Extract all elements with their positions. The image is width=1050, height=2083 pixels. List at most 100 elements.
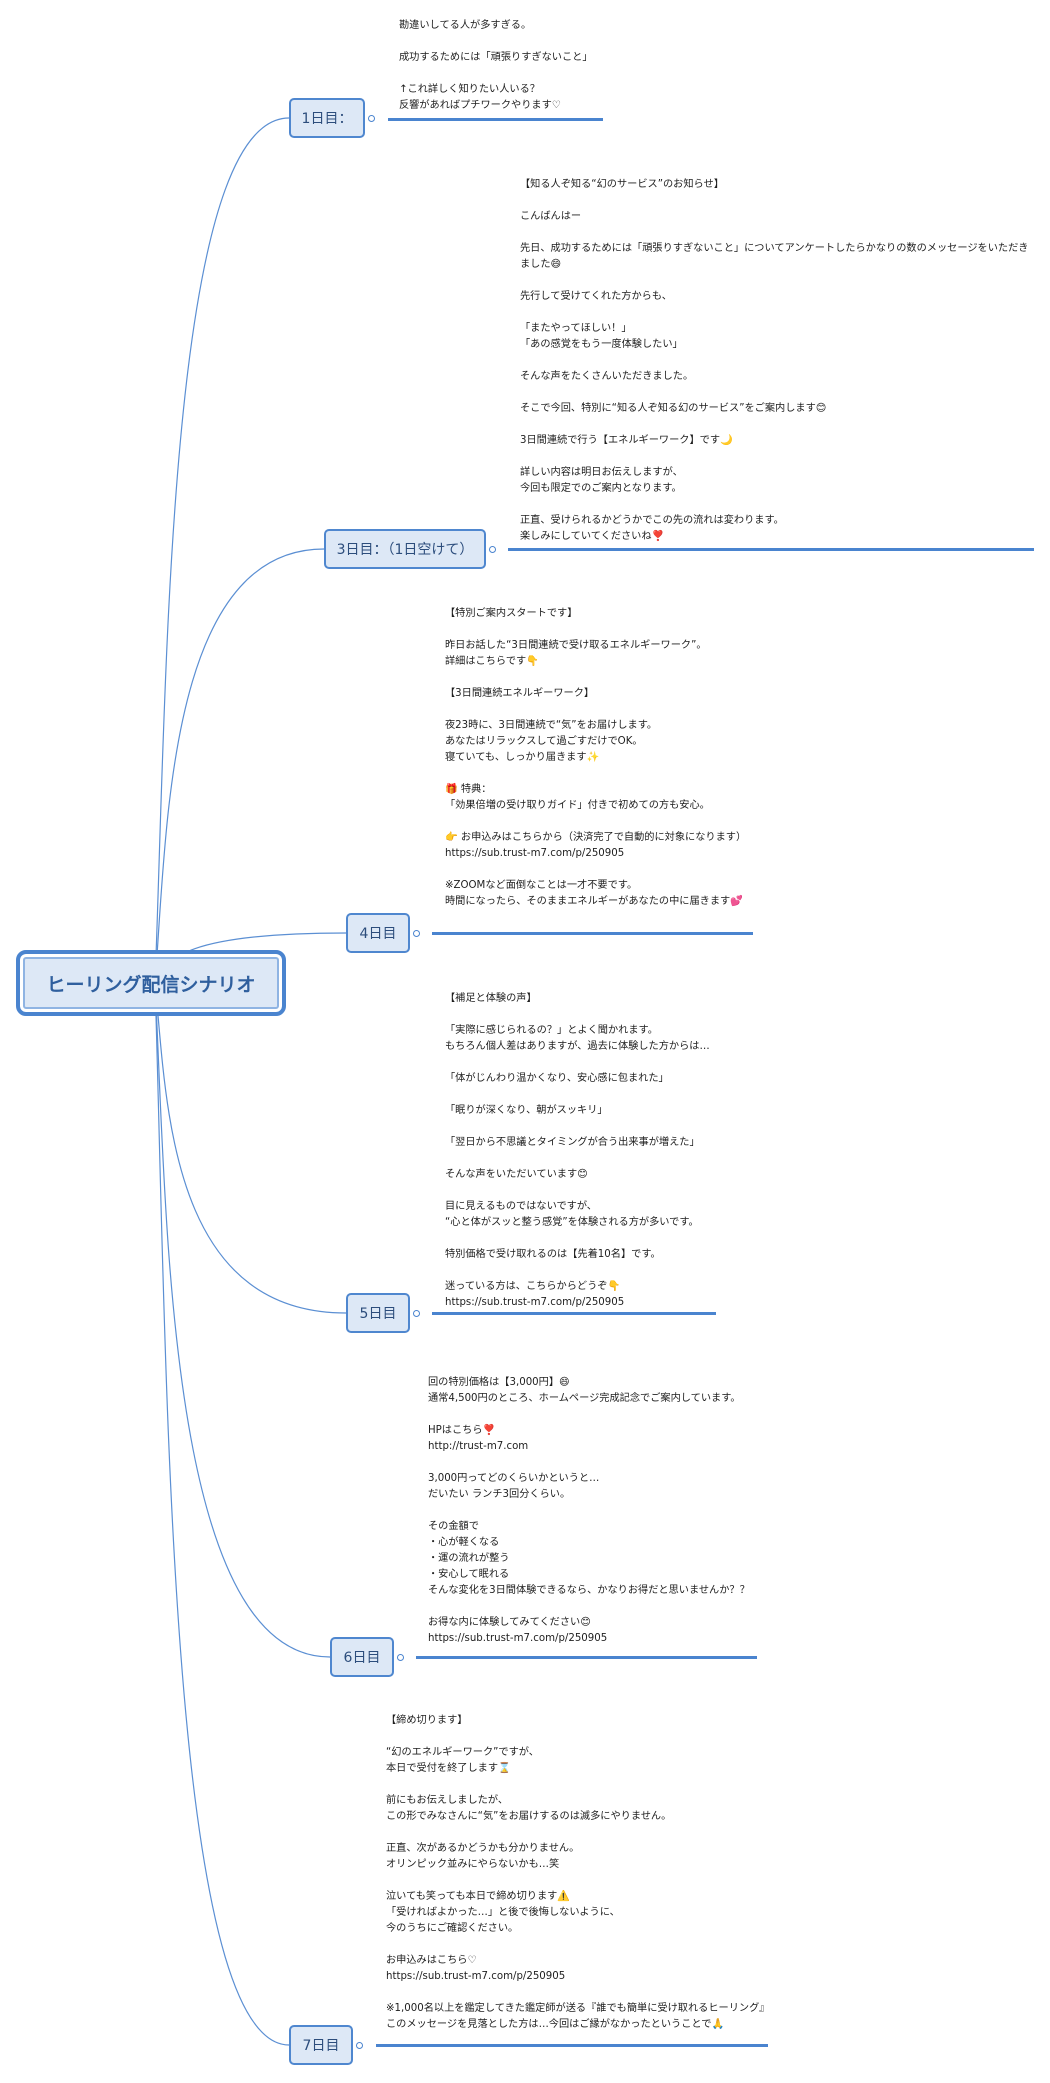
note-line: 【3日間連続エネルギーワーク】 [445,688,595,699]
note-line: 3日間連続で行う【エネルギーワーク】です🌙 [520,435,733,446]
connector-line [154,548,325,984]
note-line [445,670,746,686]
note-line: 🎁 特典： [445,784,492,795]
note-line: https://sub.trust-m7.com/p/250905 [386,1971,566,1982]
note-line [445,1087,710,1103]
note-line: 正直、次があるかどうかも分かりません。 [386,1843,580,1854]
day-5-note-underline [432,1312,716,1315]
note-line [428,1599,750,1615]
note-line: ました😄 [520,259,562,270]
note-line: 特別価格で受け取れるのは【先着10名】です。 [445,1249,661,1260]
day-5-collapse-toggle[interactable] [413,1310,420,1317]
note-line: ※1,000名以上を鑑定してきた鑑定師が送る『誰でも簡単に受け取れるヒーリング』 [386,2003,770,2014]
note-line [399,34,593,50]
note-line [445,1231,710,1247]
day-7-note-underline [376,2044,768,2047]
note-line: 「効果倍増の受け取りガイド」付きで初めての方も安心。 [445,800,710,811]
note-line: ↑これ詳しく知りたい人いる？ [399,84,540,95]
note-line [520,273,1028,289]
note-line: “心と体がスッと整う感覚”を体験される方が多いです。 [445,1217,699,1228]
root-topic[interactable]: ヒーリング配信シナリオ [16,950,286,1016]
note-line: 前にもお伝えしましたが、 [386,1795,509,1806]
day-6-collapse-toggle[interactable] [397,1654,404,1661]
note-line [445,622,746,638]
day-5-topic[interactable]: 5日目 [346,1293,410,1333]
note-line [520,353,1028,369]
note-line [520,497,1028,513]
day-1-note-underline [388,118,603,121]
note-line: 本日で受付を終了します⌛ [386,1763,511,1774]
day-6-note-underline [416,1656,757,1659]
note-line: ・安心して眠れる [428,1569,510,1580]
note-line: 今回も限定でのご案内となります。 [520,483,682,494]
day-1-note: 勘違いしてる人が多すぎる。成功するためには「頑張りすぎないこと」↑これ詳しく知り… [399,18,593,114]
day-4-collapse-toggle[interactable] [413,930,420,937]
connector-line [154,982,290,2046]
day-1-collapse-toggle[interactable] [368,115,375,122]
note-line: HPはこちら❣️ [428,1425,496,1436]
note-line: 寝ていても、しっかり届きます✨ [445,752,600,763]
day-4-note-underline [432,932,753,935]
note-line [445,862,746,878]
note-line: そんな声をたくさんいただきました。 [520,371,694,382]
note-line: 先行して受けてくれた方からも、 [520,291,672,302]
note-line: ・心が軽くなる [428,1537,500,1548]
note-line: 泣いても笑っても本日で締め切ります⚠️ [386,1891,571,1902]
note-line: この形でみなさんに“気”をお届けするのは滅多にやりません。 [386,1811,672,1822]
note-line [445,1119,710,1135]
note-line [445,1151,710,1167]
note-line: 先日、成功するためには「頑張りすぎないこと」についてアンケートしたらかなりの数の… [520,243,1029,254]
day-4-topic[interactable]: 4日目 [346,913,410,953]
day-3-note-underline [508,548,1034,551]
note-line: 【知る人ぞ知る“幻のサービス”のお知らせ】 [520,179,724,190]
note-line [520,225,1028,241]
day-3-collapse-toggle[interactable] [489,546,496,553]
note-line [445,702,746,718]
note-line [520,193,1028,209]
note-line: お得な内に体験してみてください😊 [428,1617,591,1628]
note-line: オリンピック並みにやらないかも…笑 [386,1859,560,1870]
note-line: 【特別ご案内スタートです】 [445,608,578,619]
note-line: 夜23時に、3日間連続で“気”をお届けします。 [445,720,658,731]
note-line: http://trust-m7.com [428,1441,529,1452]
note-line: 「翌日から不思議とタイミングが合う出来事が増えた」 [445,1137,700,1148]
day-5-note: 【補足と体験の声】「実際に感じられるの？」とよく聞かれます。もちろん個人差はあり… [445,991,710,1311]
note-line [445,814,746,830]
note-line: 「あの感覚をもう一度体験したい」 [520,339,683,350]
note-line: 正直、受けられるかどうかでこの先の流れは変わります。 [520,515,784,526]
note-line: 3,000円ってどのくらいかというと… [428,1473,600,1484]
note-line: https://sub.trust-m7.com/p/250905 [428,1633,608,1644]
note-line: 楽しみにしていてくださいね❣️ [520,531,665,542]
note-line [386,1873,769,1889]
note-line [520,385,1028,401]
note-line: そんな声をいただいています😊 [445,1169,588,1180]
day-7-note: 【締め切ります】“幻のエネルギーワーク”ですが、本日で受付を終了します⌛前にもお… [386,1713,769,2033]
note-line: そんな変化を3日間体験できるなら、かなりお得だと思いませんか？？ [428,1585,750,1596]
note-line [428,1455,750,1471]
note-line [445,1263,710,1279]
day-6-topic[interactable]: 6日目 [330,1637,394,1677]
note-line [520,417,1028,433]
day-3-topic[interactable]: 3日目：（1日空けて） [324,529,486,569]
note-line: そこで今回、特別に“知る人ぞ知る幻のサービス”をご案内します😊 [520,403,827,414]
day-6-note: 回の特別価格は【3,000円】😄通常4,500円のところ、ホームページ完成記念で… [428,1375,750,1647]
note-line: このメッセージを見落とした方は…今回はご縁がなかったということで🙏 [386,2019,725,2030]
note-line [386,1937,769,1953]
day-7-topic[interactable]: 7日目 [289,2025,353,2065]
day-7-collapse-toggle[interactable] [356,2042,363,2049]
day-1-topic[interactable]: 1日目： [289,98,365,138]
note-line: 【補足と体験の声】 [445,993,537,1004]
note-line: 詳細はこちらです👇 [445,656,539,667]
note-line: 「受ければよかった…」と後で後悔しないように、 [386,1907,620,1918]
note-line [386,1825,769,1841]
note-line: だいたい ランチ3回分くらい。 [428,1489,571,1500]
note-line [386,1729,769,1745]
note-line: 「実際に感じられるの？」とよく聞かれます。 [445,1025,658,1036]
note-line: 「眠りが深くなり、朝がスッキリ」 [445,1105,608,1116]
note-line: 昨日お話した“3日間連続で受け取るエネルギーワーク”。 [445,640,707,651]
note-line: 成功するためには「頑張りすぎないこと」 [399,52,593,63]
note-line: 目に見えるものではないですが、 [445,1201,597,1212]
note-line: 通常4,500円のところ、ホームページ完成記念でご案内しています。 [428,1393,741,1404]
note-line [445,1055,710,1071]
day-4-note: 【特別ご案内スタートです】昨日お話した“3日間連続で受け取るエネルギーワーク”。… [445,606,746,910]
